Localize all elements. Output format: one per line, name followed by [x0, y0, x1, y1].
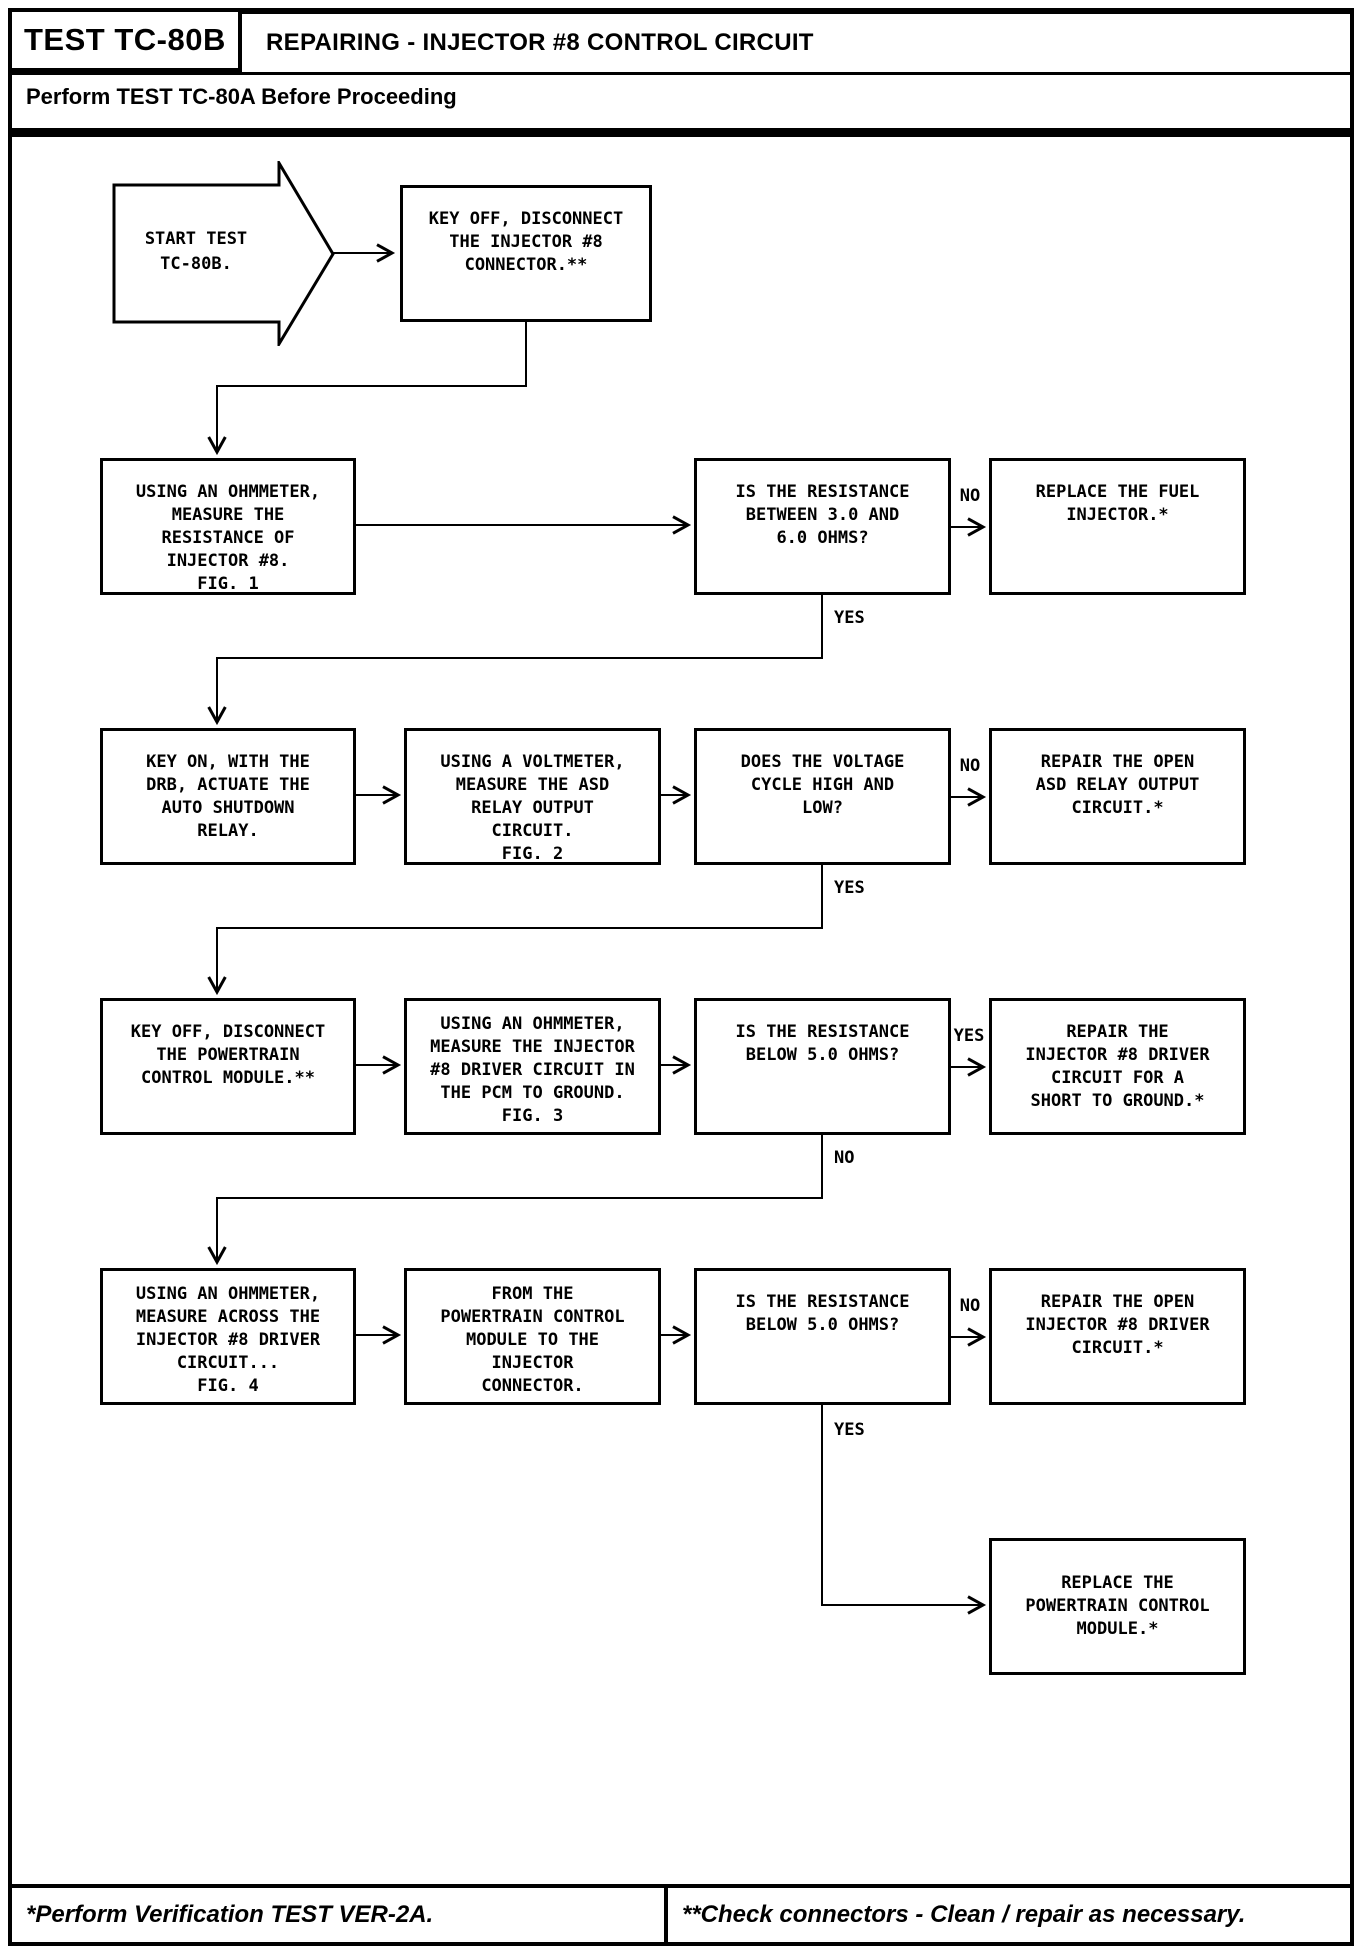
flow-node-repair-open-driver: REPAIR THE OPEN INJECTOR #8 DRIVER CIRCU… [989, 1268, 1246, 1405]
flow-decision-voltage-cycle: DOES THE VOLTAGE CYCLE HIGH AND LOW? [694, 728, 951, 865]
test-id-box: TEST TC-80B [8, 8, 242, 72]
footnote-verification: *Perform Verification TEST VER-2A. [12, 1888, 668, 1942]
page-title: REPAIRING - INJECTOR #8 CONTROL CIRCUIT [266, 29, 814, 56]
branch-label-no: NO [834, 1148, 855, 1168]
flow-node-repair-asd: REPAIR THE OPEN ASD RELAY OUTPUT CIRCUIT… [989, 728, 1246, 865]
flow-start-terminator: START TEST TC-80B. [112, 157, 337, 350]
flow-node-measure-injector: USING AN OHMMETER, MEASURE THE RESISTANC… [100, 458, 356, 595]
flow-node-key-on-drb: KEY ON, WITH THE DRB, ACTUATE THE AUTO S… [100, 728, 356, 865]
footnotes-bar: *Perform Verification TEST VER-2A. **Che… [12, 1884, 1350, 1942]
header-subtitle: Perform TEST TC-80A Before Proceeding [12, 75, 1350, 137]
start-arrow-shape-icon [112, 157, 335, 350]
flow-node-key-off-pcm: KEY OFF, DISCONNECT THE POWERTRAIN CONTR… [100, 998, 356, 1135]
document-page: TEST TC-80B REPAIRING - INJECTOR #8 CONT… [8, 8, 1354, 1946]
branch-label-no: NO [959, 756, 981, 776]
flow-decision-resistance-3-6: IS THE RESISTANCE BETWEEN 3.0 AND 6.0 OH… [694, 458, 951, 595]
flow-node-repair-short: REPAIR THE INJECTOR #8 DRIVER CIRCUIT FO… [989, 998, 1246, 1135]
flow-decision-below-5-short: IS THE RESISTANCE BELOW 5.0 OHMS? [694, 998, 951, 1135]
flow-node-key-off-injector: KEY OFF, DISCONNECT THE INJECTOR #8 CONN… [400, 185, 652, 322]
flow-node-measure-across: USING AN OHMMETER, MEASURE ACROSS THE IN… [100, 1268, 356, 1405]
start-label: START TEST TC-80B. [144, 229, 248, 274]
branch-label-yes: YES [834, 1420, 865, 1440]
branch-label-no: NO [959, 486, 981, 506]
flow-node-replace-fuel-injector: REPLACE THE FUEL INJECTOR.* [989, 458, 1246, 595]
flow-node-measure-asd: USING A VOLTMETER, MEASURE THE ASD RELAY… [404, 728, 661, 865]
branch-label-yes: YES [953, 1026, 985, 1046]
flow-node-measure-driver-pcm: USING AN OHMMETER, MEASURE THE INJECTOR … [404, 998, 661, 1135]
branch-label-yes: YES [834, 608, 865, 628]
footnote-connectors: **Check connectors - Clean / repair as n… [682, 1901, 1246, 1928]
flow-node-replace-pcm: REPLACE THE POWERTRAIN CONTROL MODULE.* [989, 1538, 1246, 1675]
header: TEST TC-80B REPAIRING - INJECTOR #8 CONT… [8, 8, 1350, 75]
flow-decision-below-5-open: IS THE RESISTANCE BELOW 5.0 OHMS? [694, 1268, 951, 1405]
flow-node-from-pcm: FROM THE POWERTRAIN CONTROL MODULE TO TH… [404, 1268, 661, 1405]
flowchart: START TEST TC-80B. KEY OFF, DISCONNECT T… [12, 128, 1350, 1888]
branch-label-yes: YES [834, 878, 865, 898]
branch-label-no: NO [959, 1296, 981, 1316]
flow-connectors [207, 243, 987, 1615]
